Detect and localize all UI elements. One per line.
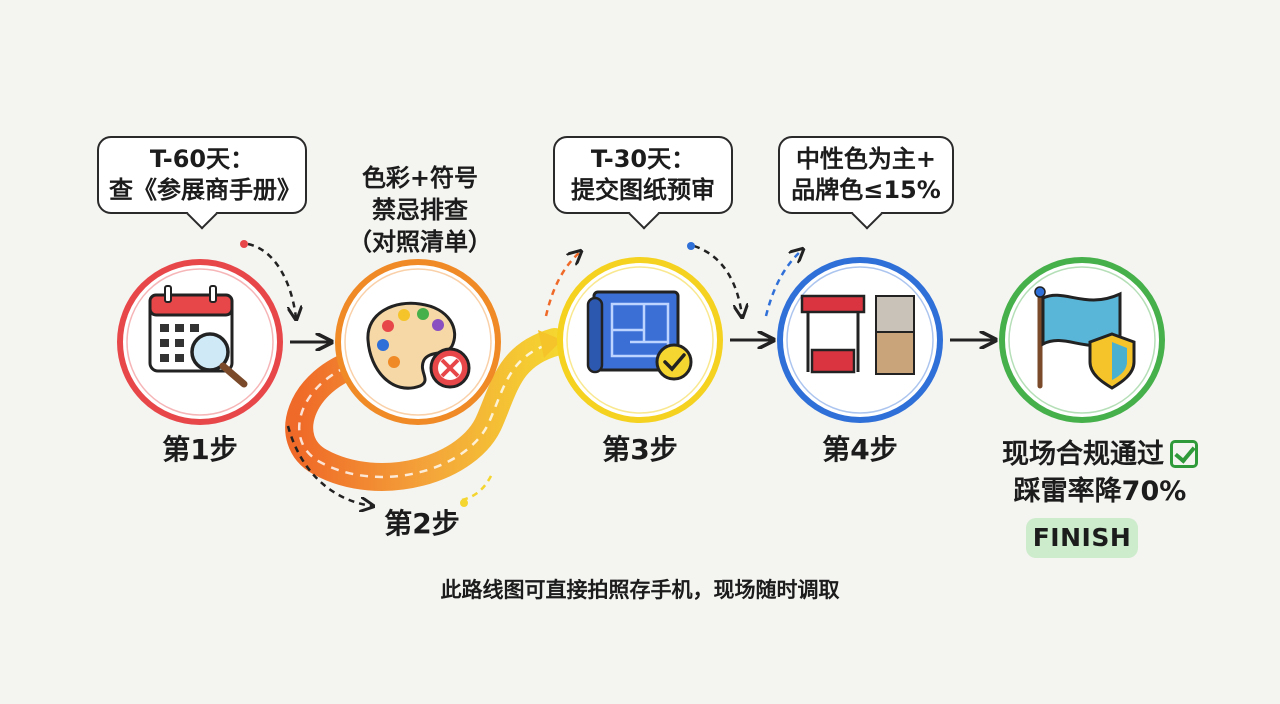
calendar-search-icon — [148, 285, 248, 388]
step-1-node — [117, 259, 283, 425]
checkbox-checked-icon — [1170, 440, 1198, 468]
step-2-note-line3: （对照清单） — [348, 228, 492, 256]
step-4-bubble: 中性色为主+ 品牌色≤15% — [778, 136, 954, 230]
step-2-node — [335, 259, 501, 425]
step-4-bubble-line1: 中性色为主+ — [795, 145, 937, 173]
step-1-bubble-line2: 查《参展商手册》 — [109, 176, 301, 204]
step-2-note: 色彩+符号 禁忌排查 （对照清单） — [340, 162, 500, 258]
step-3-bubble: T-30天： 提交图纸预审 — [553, 136, 733, 230]
booth-color-swatch-icon — [800, 294, 915, 375]
step-3-bubble-line1: T-30天： — [590, 145, 696, 173]
flag-shield-icon — [1034, 286, 1136, 390]
finish-node — [999, 257, 1165, 423]
blueprint-check-icon — [586, 290, 693, 381]
step-1-bubble-line1: T-60天： — [149, 145, 255, 173]
step-4-label: 第4步 — [822, 433, 898, 466]
finish-line1-text: 现场合规通过 — [1002, 439, 1164, 470]
step-2-label: 第2步 — [384, 507, 460, 540]
dashed-hints — [240, 240, 802, 507]
step-4-node — [777, 257, 943, 423]
road-path — [285, 328, 569, 491]
palette-forbidden-icon — [366, 301, 471, 390]
step-1-bubble: T-60天： 查《参展商手册》 — [97, 136, 307, 230]
step-3-node — [557, 257, 723, 423]
step-2-note-line1: 色彩+符号 — [361, 164, 479, 192]
step-3-label: 第3步 — [602, 433, 678, 466]
step-1-label: 第1步 — [162, 433, 238, 466]
finish-result-line1: 现场合规通过 — [960, 436, 1240, 473]
connector-arrows — [290, 340, 994, 342]
finish-result: 现场合规通过 踩雷率降70% — [960, 436, 1240, 510]
step-2-note-line2: 禁忌排查 — [372, 196, 468, 224]
finish-badge: FINISH — [1026, 518, 1138, 558]
footer-note: 此路线图可直接拍照存手机，现场随时调取 — [440, 578, 840, 602]
finish-result-line2: 踩雷率降70% — [1013, 476, 1187, 507]
